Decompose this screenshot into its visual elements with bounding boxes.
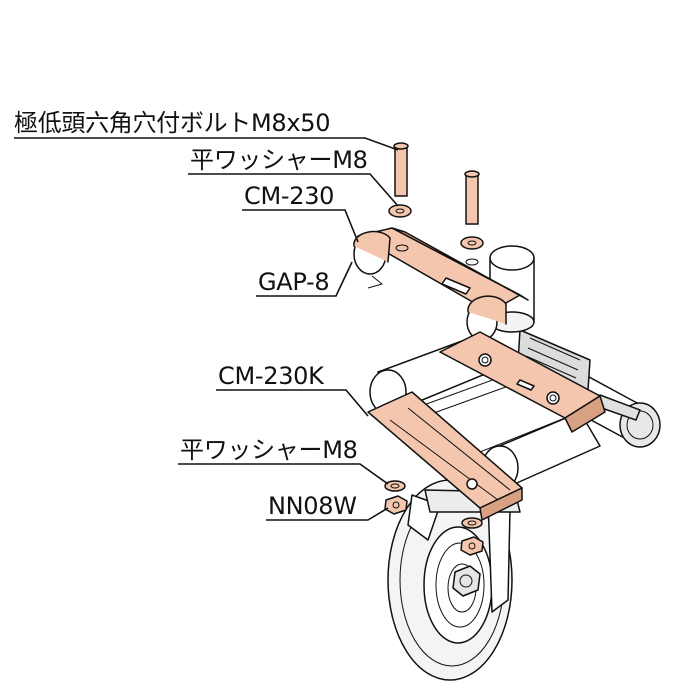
label-gap-8: GAP-8: [258, 268, 329, 296]
nut-2: [460, 536, 484, 556]
leader-lines: [14, 137, 399, 521]
label-nut: NN08W: [268, 492, 357, 520]
label-washer-bottom: 平ワッシャーM8: [180, 436, 358, 464]
nut-1: [384, 495, 408, 515]
washer-bottom-1: [384, 480, 406, 492]
bolt-2: [464, 170, 480, 225]
label-clamp-cm-230: CM-230: [244, 182, 334, 210]
bolt-1: [393, 142, 409, 197]
washer-top-1: [388, 204, 412, 218]
washer-top-2: [460, 236, 484, 250]
clamp-cm-230k: [367, 331, 606, 521]
caster-wheel: [387, 479, 521, 681]
washer-bottom-2: [461, 517, 483, 529]
clamp-cm-230: [353, 227, 529, 341]
label-washer-top: 平ワッシャーM8: [190, 146, 368, 174]
label-clamp-cm-230k: CM-230K: [218, 362, 325, 390]
label-bolt: 極低頭六角穴付ボルトM8x50: [14, 109, 330, 137]
